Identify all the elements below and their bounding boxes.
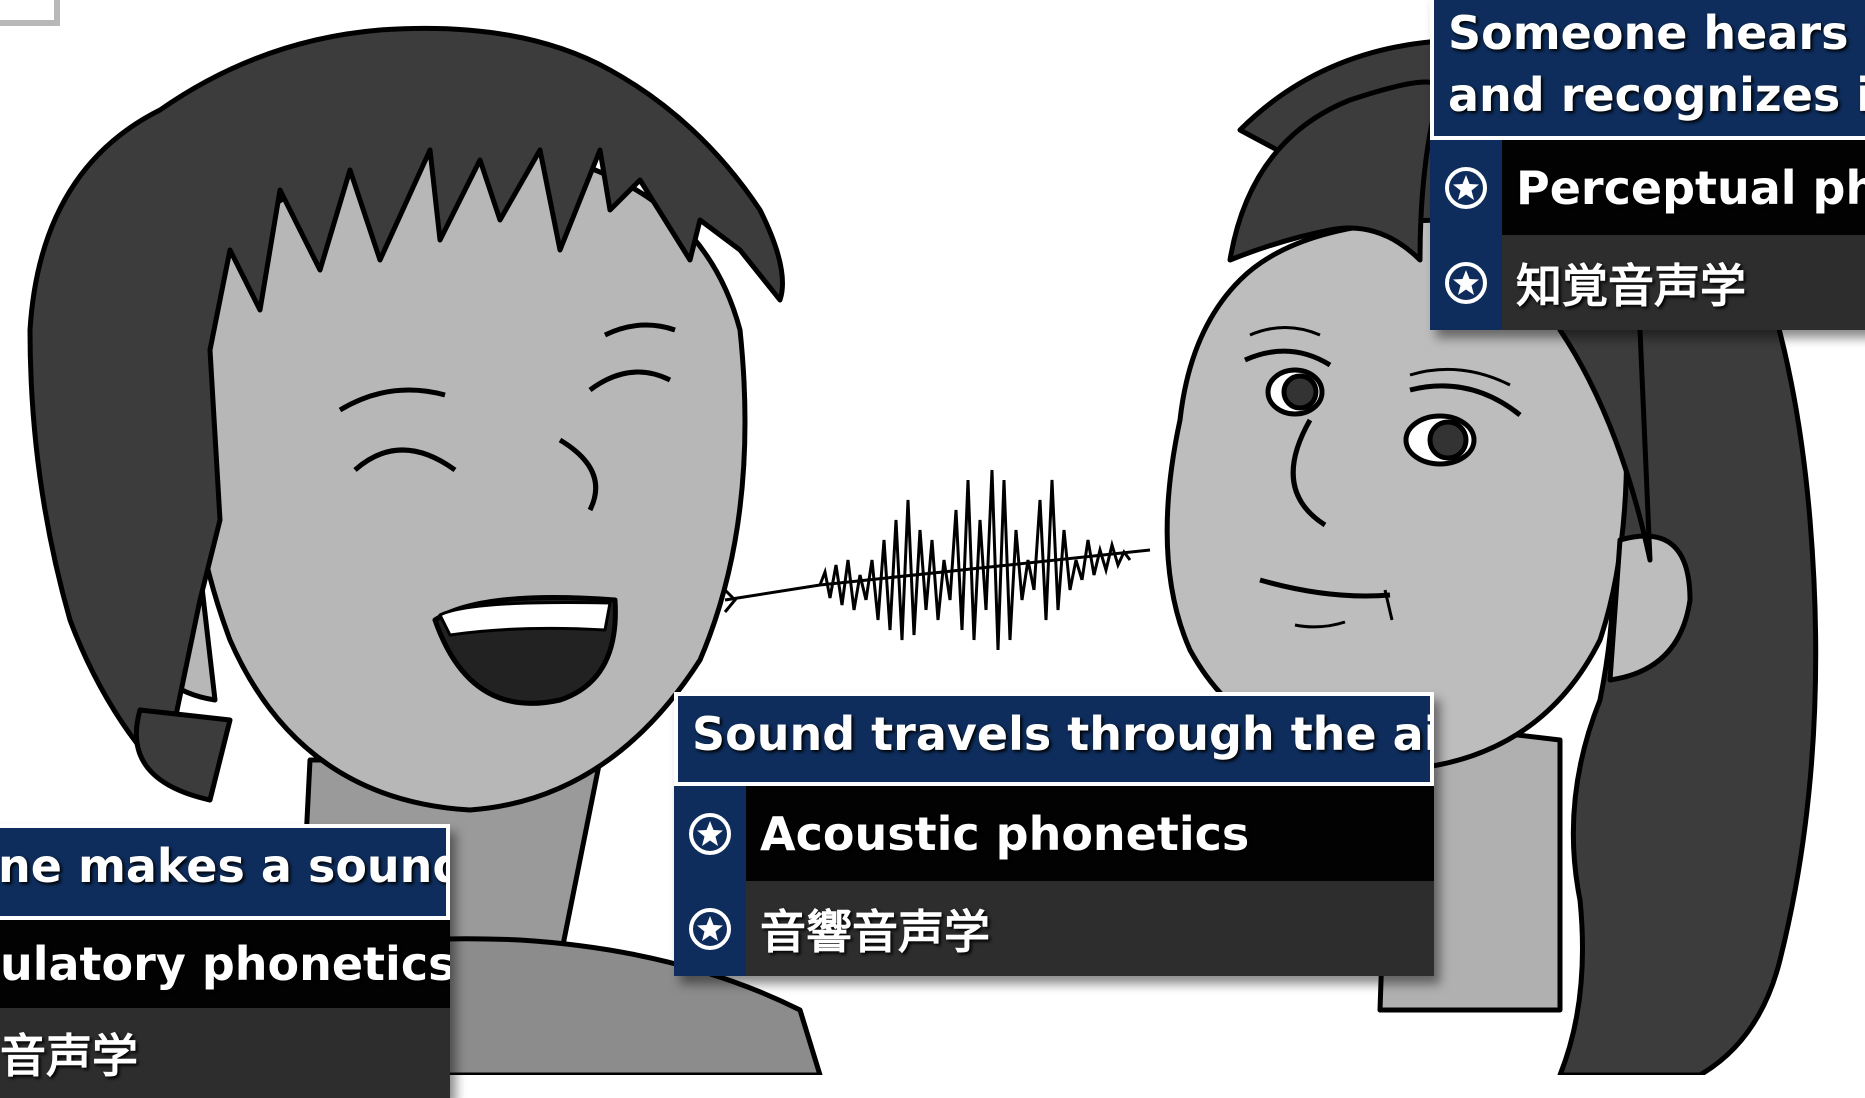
- corner-frame: [0, 0, 60, 26]
- card-heading-line2: and recognizes it: [1448, 68, 1865, 122]
- card-row-label: ulatory phonetics: [0, 937, 450, 991]
- card-heading-line1: Someone hears th: [1448, 6, 1865, 60]
- card-row-english: Perceptual pho: [1430, 140, 1865, 235]
- star-circle-icon: [1430, 140, 1502, 235]
- card-heading-text: ne makes a sound: [0, 839, 450, 893]
- card-row-label: Acoustic phonetics: [760, 806, 1250, 861]
- star-circle-icon: [674, 881, 746, 976]
- card-row-label: 音声学: [0, 1029, 138, 1083]
- articulatory-card: ne makes a sound ulatory phonetics 音声学: [0, 824, 450, 1098]
- card-row-label: 音響音声学: [760, 904, 990, 959]
- perceptual-card: Someone hears th and recognizes it Perce…: [1430, 0, 1865, 330]
- card-row-japanese: 音声学: [0, 1008, 450, 1098]
- card-heading: Sound travels through the air: [674, 692, 1434, 786]
- star-circle-icon: [1430, 235, 1502, 330]
- card-heading-text: Sound travels through the air: [692, 707, 1434, 761]
- boy-figure: [27, 25, 823, 1075]
- card-row-label: 知覚音声学: [1516, 258, 1746, 313]
- acoustic-card: Sound travels through the air Acoustic p…: [674, 692, 1434, 976]
- card-row-japanese: 知覚音声学: [1430, 235, 1865, 330]
- card-row-english: Acoustic phonetics: [674, 786, 1434, 881]
- card-heading: ne makes a sound: [0, 824, 450, 920]
- card-row-japanese: 音響音声学: [674, 881, 1434, 976]
- sound-wave: [723, 469, 1151, 651]
- star-circle-icon: [674, 786, 746, 881]
- card-row-label: Perceptual pho: [1516, 160, 1865, 215]
- card-heading: Someone hears th and recognizes it: [1430, 0, 1865, 140]
- card-row-english: ulatory phonetics: [0, 920, 450, 1008]
